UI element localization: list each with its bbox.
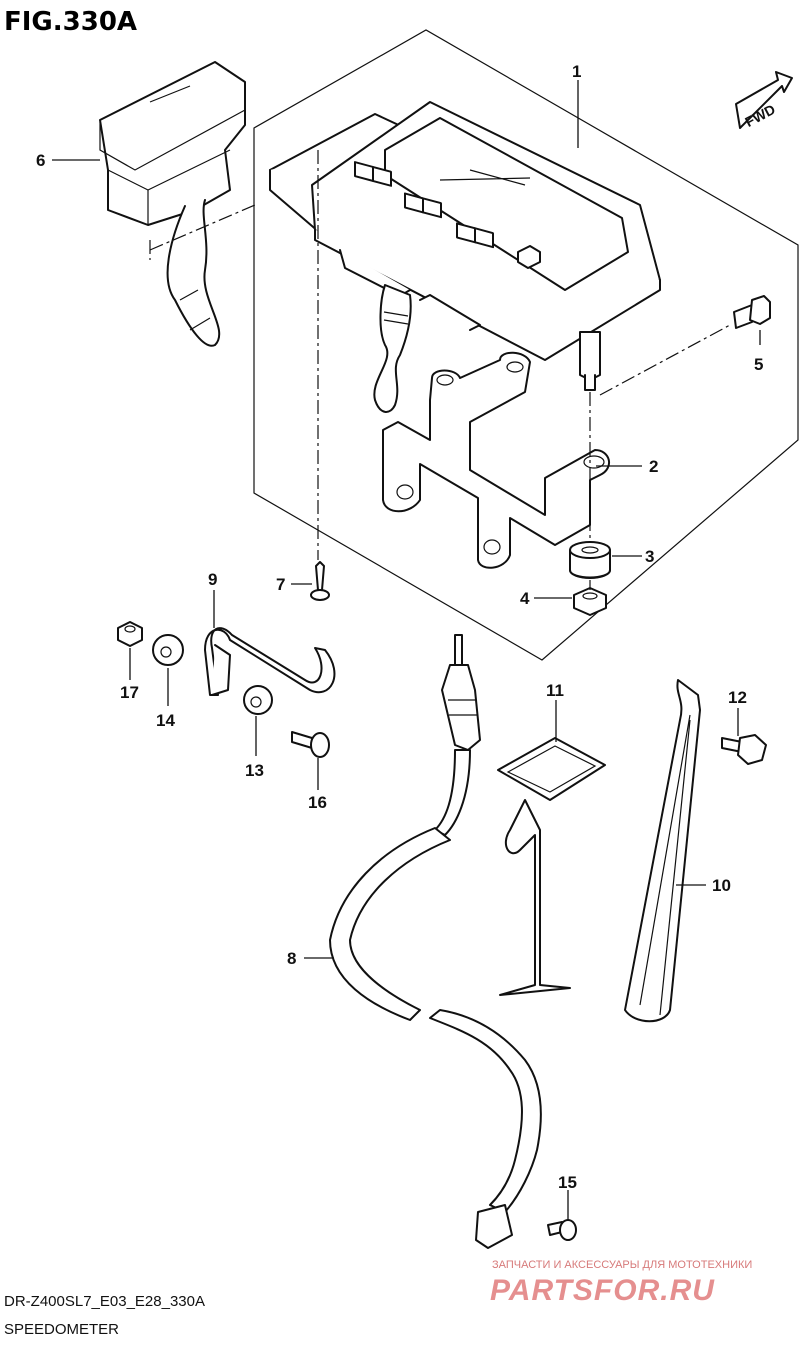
screw-16 [291, 731, 330, 758]
bolt-5 [733, 295, 771, 329]
callout-10: 10 [712, 876, 731, 895]
callout-1: 1 [572, 62, 581, 81]
clamp-11 [497, 737, 606, 996]
grommet [569, 541, 611, 579]
callout-17: 17 [120, 683, 139, 702]
bolt-12 [721, 734, 767, 765]
washer-14 [152, 634, 184, 666]
fwd-arrow-icon: FWD [735, 71, 793, 130]
clamp-10 [624, 679, 701, 1023]
socket-cover [99, 61, 246, 347]
screw-15 [547, 1219, 577, 1241]
clamp-9 [204, 627, 336, 696]
set-button-icon [404, 192, 442, 219]
callout-5: 5 [754, 355, 763, 374]
centerline-5 [599, 324, 731, 396]
callout-11: 11 [546, 681, 564, 700]
watermark-logo: PARTSFOR.RU [490, 1274, 715, 1307]
speedometer-assembly [269, 101, 661, 413]
callout-16: 16 [308, 793, 327, 812]
assembly-frame [253, 29, 799, 661]
callout-8: 8 [287, 949, 296, 968]
watermark-tagline: ЗАПЧАСТИ И АКСЕССУАРЫ ДЛЯ МОТОТЕХНИКИ [492, 1259, 752, 1271]
adjust-button-icon [456, 222, 494, 249]
bracket [382, 351, 610, 569]
mode-button-icon [354, 161, 392, 187]
reset-knob-icon [517, 245, 541, 269]
collar [573, 587, 607, 616]
nut-17 [117, 621, 143, 647]
centerline-6 [149, 204, 256, 251]
callout-3: 3 [645, 547, 654, 566]
callout-12: 12 [728, 688, 747, 707]
callout-2: 2 [649, 457, 658, 476]
figure-title: FIG.330A [4, 7, 137, 37]
screw-7 [310, 561, 330, 601]
washer-13 [243, 685, 273, 715]
model-code: DR-Z400SL7_E03_E28_330A [4, 1293, 205, 1310]
callout-15: 15 [558, 1173, 577, 1192]
callout-7: 7 [276, 575, 285, 594]
callout-4: 4 [520, 589, 530, 608]
callout-9: 9 [208, 570, 217, 589]
section-name: SPEEDOMETER [4, 1321, 119, 1338]
callout-14: 14 [156, 711, 175, 730]
callout-6: 6 [36, 151, 45, 170]
speedometer-cable [329, 634, 542, 1249]
callout-13: 13 [245, 761, 264, 780]
